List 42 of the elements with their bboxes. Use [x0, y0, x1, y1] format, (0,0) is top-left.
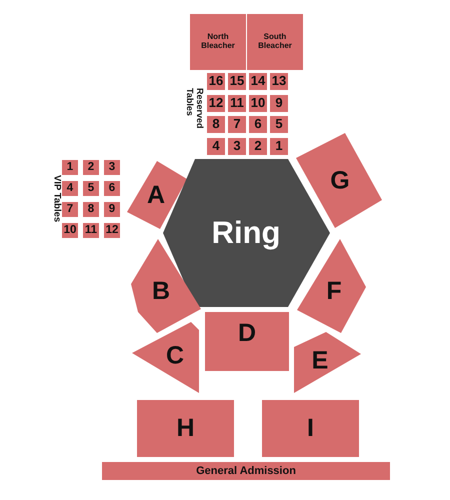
seating-section: C — [132, 322, 199, 393]
vip-table: 5 — [83, 181, 99, 196]
vip-table: 3 — [104, 160, 120, 175]
reserved-table: 6 — [249, 116, 267, 133]
vip-table: 8 — [83, 202, 99, 217]
reserved-table: 3 — [228, 138, 246, 154]
vip-table: 9 — [104, 202, 120, 217]
seating-section: G — [296, 133, 382, 228]
reserved-table: 16 — [207, 73, 225, 90]
seating-section: A — [127, 161, 187, 229]
vip-table: 4 — [62, 181, 78, 196]
vip-table: 11 — [83, 223, 99, 238]
reserved-table: 7 — [228, 116, 246, 133]
reserved-table: 12 — [207, 94, 225, 112]
reserved-table: 10 — [249, 94, 267, 112]
seating-section: B — [131, 239, 201, 333]
reserved-table: 4 — [207, 138, 225, 154]
vip-table: 1 — [62, 160, 78, 175]
reserved-table: 5 — [270, 116, 288, 133]
section-label: VIP Tables — [51, 175, 62, 224]
reserved-table: 9 — [270, 94, 288, 112]
general-admission-section: General Admission — [102, 462, 390, 480]
reserved-table: 14 — [249, 73, 267, 90]
seating-section: H — [137, 400, 234, 457]
reserved-table: 13 — [270, 73, 288, 90]
vip-table: 7 — [62, 202, 78, 217]
seating-section: D — [205, 312, 289, 371]
reserved-table: 15 — [228, 73, 246, 90]
section-label: Reserved Tables — [184, 88, 204, 130]
bleacher-section: South Bleacher — [247, 14, 303, 70]
vip-table: 10 — [62, 223, 78, 238]
vip-table: 12 — [104, 223, 120, 238]
reserved-table: 11 — [228, 94, 246, 112]
reserved-table: 8 — [207, 116, 225, 133]
vip-table: 6 — [104, 181, 120, 196]
bleacher-section: North Bleacher — [190, 14, 246, 70]
vip-table: 2 — [83, 160, 99, 175]
seating-section: E — [294, 332, 361, 393]
seating-section: I — [262, 400, 359, 457]
reserved-table: 2 — [249, 138, 267, 154]
reserved-table: 1 — [270, 138, 288, 154]
seating-section: F — [297, 239, 366, 333]
